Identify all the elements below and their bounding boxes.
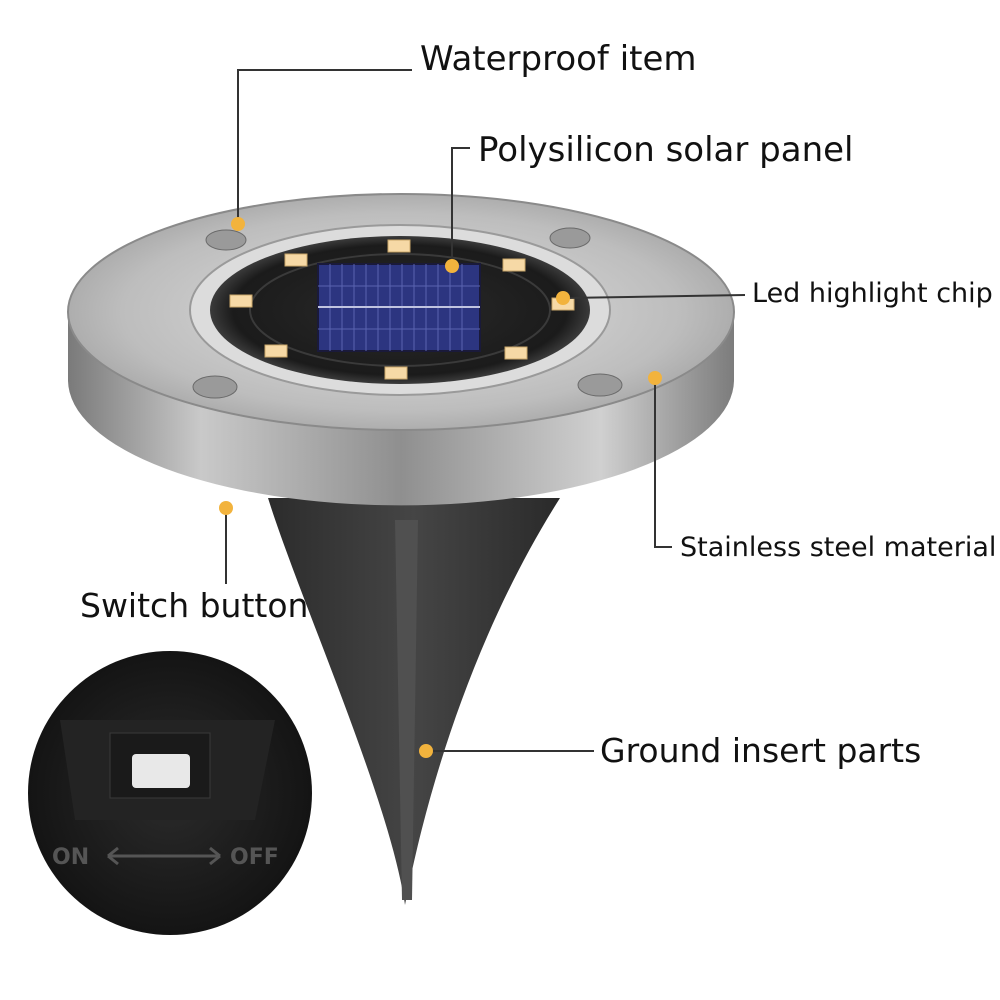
double-arrow-icon (107, 846, 221, 866)
callout-dot (219, 217, 662, 758)
label-ground-insert: Ground insert parts (600, 731, 922, 770)
label-steel-material: Stainless steel material (680, 532, 997, 563)
label-switch-button: Switch button (80, 586, 309, 625)
led-chip (229, 239, 575, 380)
solar-panel (317, 263, 481, 352)
screw-icon (192, 227, 623, 399)
switch-inset: ON OFF (28, 651, 312, 935)
callout-lines (225, 69, 746, 752)
switch-off-text: OFF (230, 845, 279, 870)
switch-on-text: ON (52, 845, 89, 870)
ground-stake (268, 498, 560, 905)
label-waterproof-item: Waterproof item (420, 39, 697, 79)
label-led-chip: Led highlight chip (752, 278, 993, 309)
label-solar-panel: Polysilicon solar panel (478, 130, 854, 170)
